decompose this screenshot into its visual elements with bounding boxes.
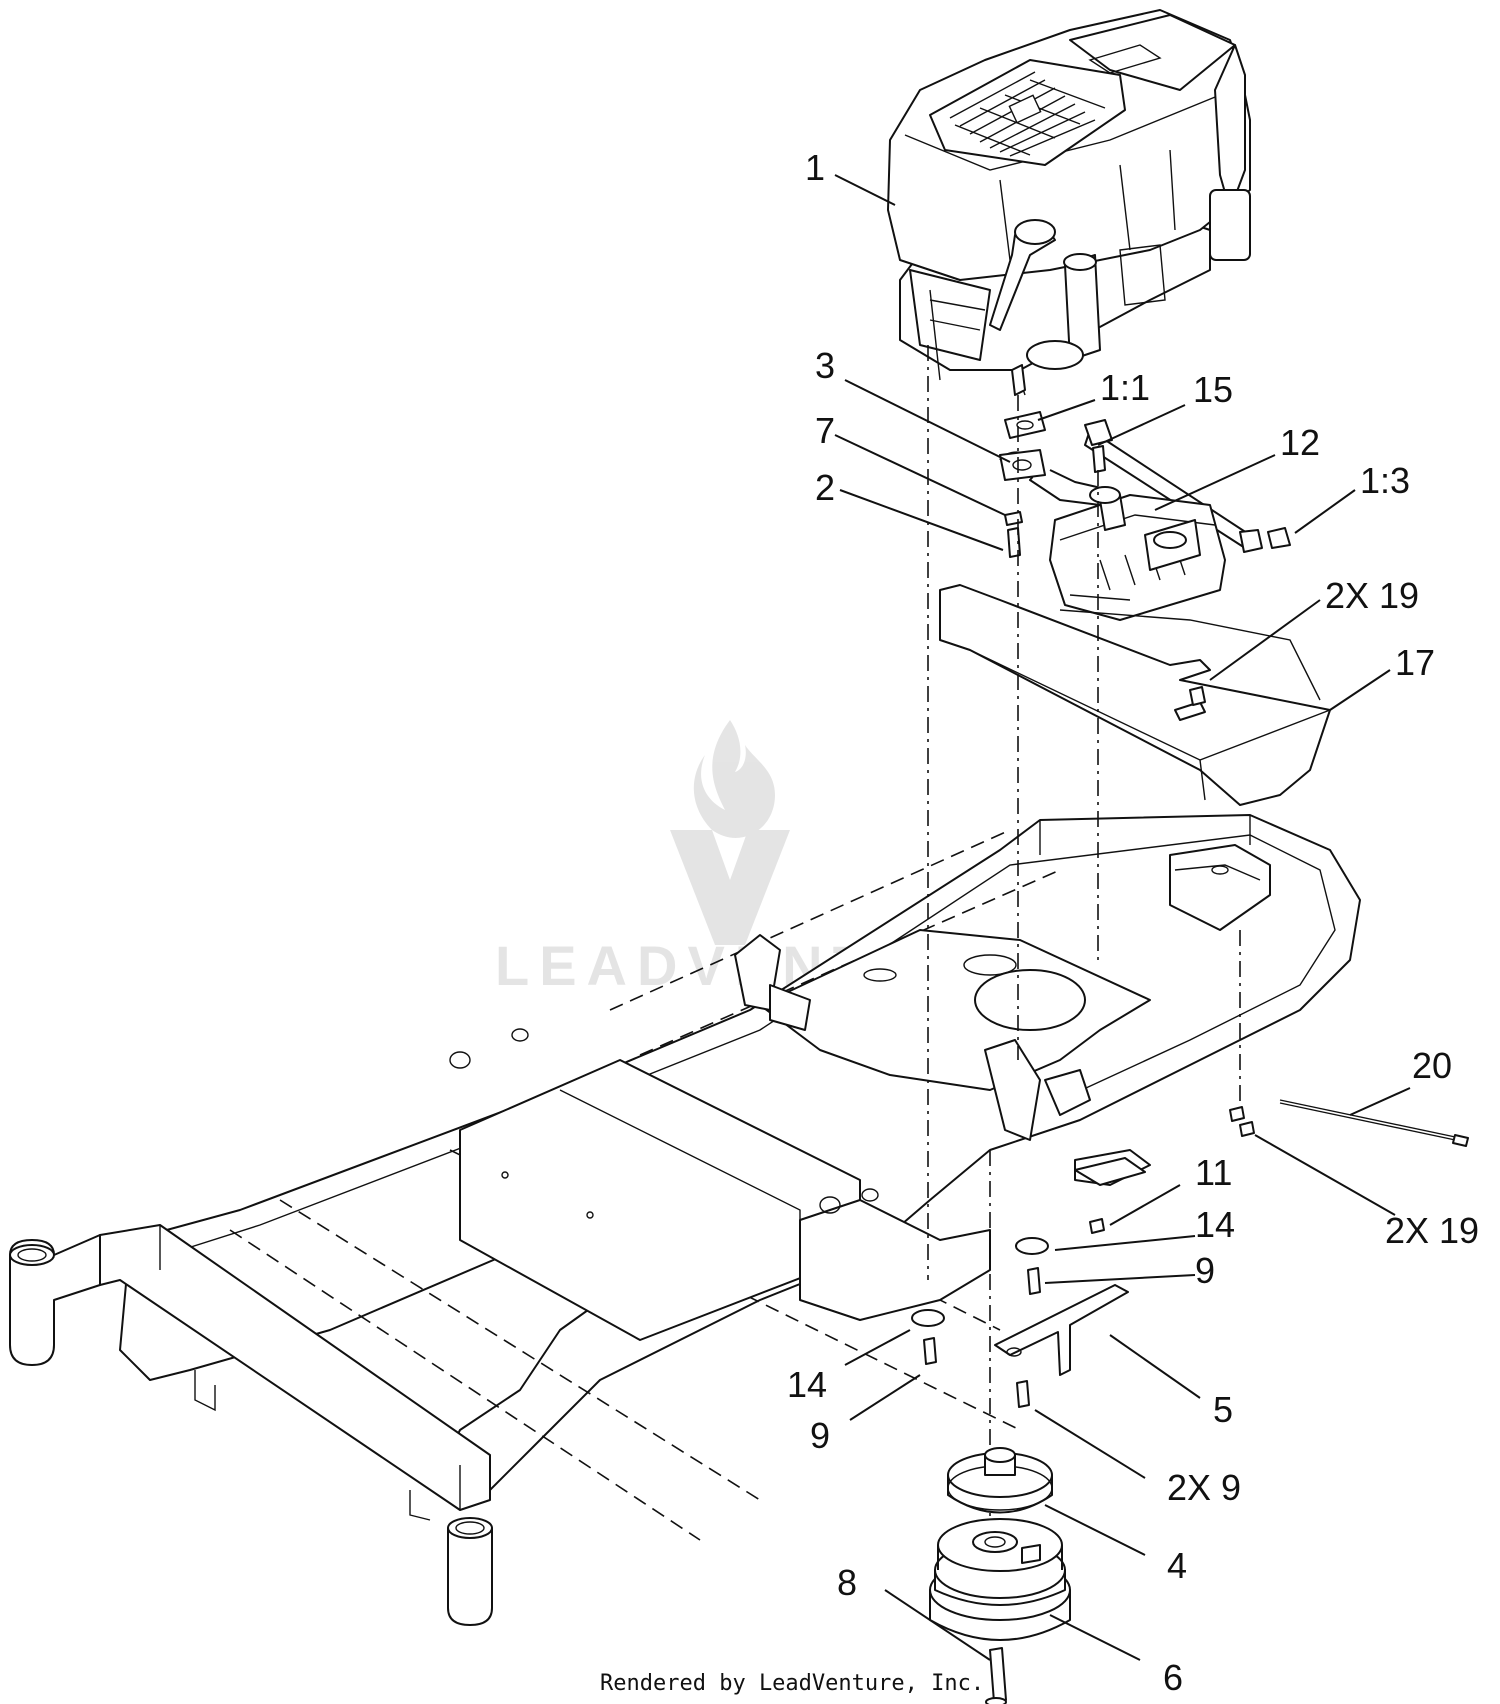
nut-rear-19 — [1239, 1121, 1255, 1137]
exhaust-group — [999, 411, 1291, 621]
frame-front-tube-right — [447, 1527, 493, 1626]
callout-20: 20 — [1412, 1045, 1452, 1086]
spacer-left — [911, 1309, 945, 1327]
callout-15: 15 — [1193, 369, 1233, 410]
callout-9-lower: 9 — [810, 1415, 830, 1456]
chassis-bracket-plate — [1074, 1157, 1146, 1186]
callout-8: 8 — [837, 1562, 857, 1603]
engine-deck-plate — [759, 929, 1151, 1091]
callout-12: 12 — [1280, 422, 1320, 463]
watermark-v-icon — [670, 830, 790, 945]
engine-oil-filter — [1026, 340, 1084, 370]
callout-2x19-lower: 2X 19 — [1385, 1210, 1479, 1251]
exhaust-gasket-upper — [1004, 411, 1046, 439]
cable-20 — [1279, 1099, 1461, 1139]
footer-credit: Rendered by LeadVenture, Inc. — [600, 1671, 984, 1696]
frame-side-panel — [799, 1199, 991, 1321]
callout-7: 7 — [815, 410, 835, 451]
frame-assembly — [9, 814, 1361, 1626]
frame-bracket-right — [984, 1039, 1041, 1141]
lower-hardware — [911, 1099, 1469, 1704]
engine — [887, 9, 1251, 396]
leader-lines — [834, 174, 1411, 1661]
engine-mount-bracket — [994, 1284, 1129, 1376]
nut-11 — [1089, 1218, 1105, 1234]
exhaust-bolt — [1007, 527, 1021, 558]
electric-clutch — [929, 1518, 1071, 1641]
frame-bracket-left — [734, 934, 781, 1011]
callout-11: 11 — [1195, 1152, 1232, 1193]
frame-front-crossbar — [99, 1224, 491, 1511]
callout-1-3: 1:3 — [1360, 460, 1410, 501]
heat-shield-bolt — [1189, 686, 1206, 706]
callout-4: 4 — [1167, 1545, 1187, 1586]
spacer-upper — [1015, 1237, 1049, 1255]
callout-1: 1 — [805, 147, 825, 188]
exhaust-elbow-connector — [1084, 419, 1113, 446]
callout-6: 6 — [1163, 1657, 1183, 1698]
callout-2: 2 — [815, 467, 835, 508]
clutch-bolt — [989, 1647, 1007, 1703]
exhaust-cap — [1267, 527, 1291, 549]
pulley — [947, 1447, 1053, 1514]
callout-9-upper: 9 — [1195, 1250, 1215, 1291]
deck-plate-hole — [974, 969, 1086, 1031]
exhaust-stud — [1092, 445, 1106, 473]
assembly-centerlines — [927, 345, 1241, 1630]
bolt-upper — [1027, 1267, 1041, 1295]
callout-14-lower: 14 — [787, 1364, 827, 1405]
bolt-left — [923, 1337, 937, 1365]
watermark-flame-icon — [693, 720, 775, 838]
callout-2x9: 2X 9 — [1167, 1467, 1241, 1508]
callout-17: 17 — [1395, 642, 1435, 683]
bolt-2x9 — [1016, 1380, 1030, 1408]
air-filter-grille-icon — [949, 71, 1106, 157]
callout-labels: 1 1:1 3 15 7 12 2 1:3 2X 19 17 20 11 2X … — [787, 147, 1479, 1698]
muffler — [1049, 494, 1226, 621]
callout-5: 5 — [1213, 1389, 1233, 1430]
callout-14-upper: 14 — [1195, 1204, 1235, 1245]
heat-shield-panel — [939, 584, 1331, 806]
exhaust-lockwasher — [1004, 511, 1023, 526]
callout-2x19-upper: 2X 19 — [1325, 575, 1419, 616]
heat-shield — [939, 584, 1331, 806]
callout-3: 3 — [815, 345, 835, 386]
frame-front-tube-left — [9, 1234, 101, 1366]
nut-rear-19b — [1229, 1106, 1245, 1122]
frame-rear-mount-block — [1169, 844, 1271, 931]
callout-1-1: 1:1 — [1100, 367, 1150, 408]
